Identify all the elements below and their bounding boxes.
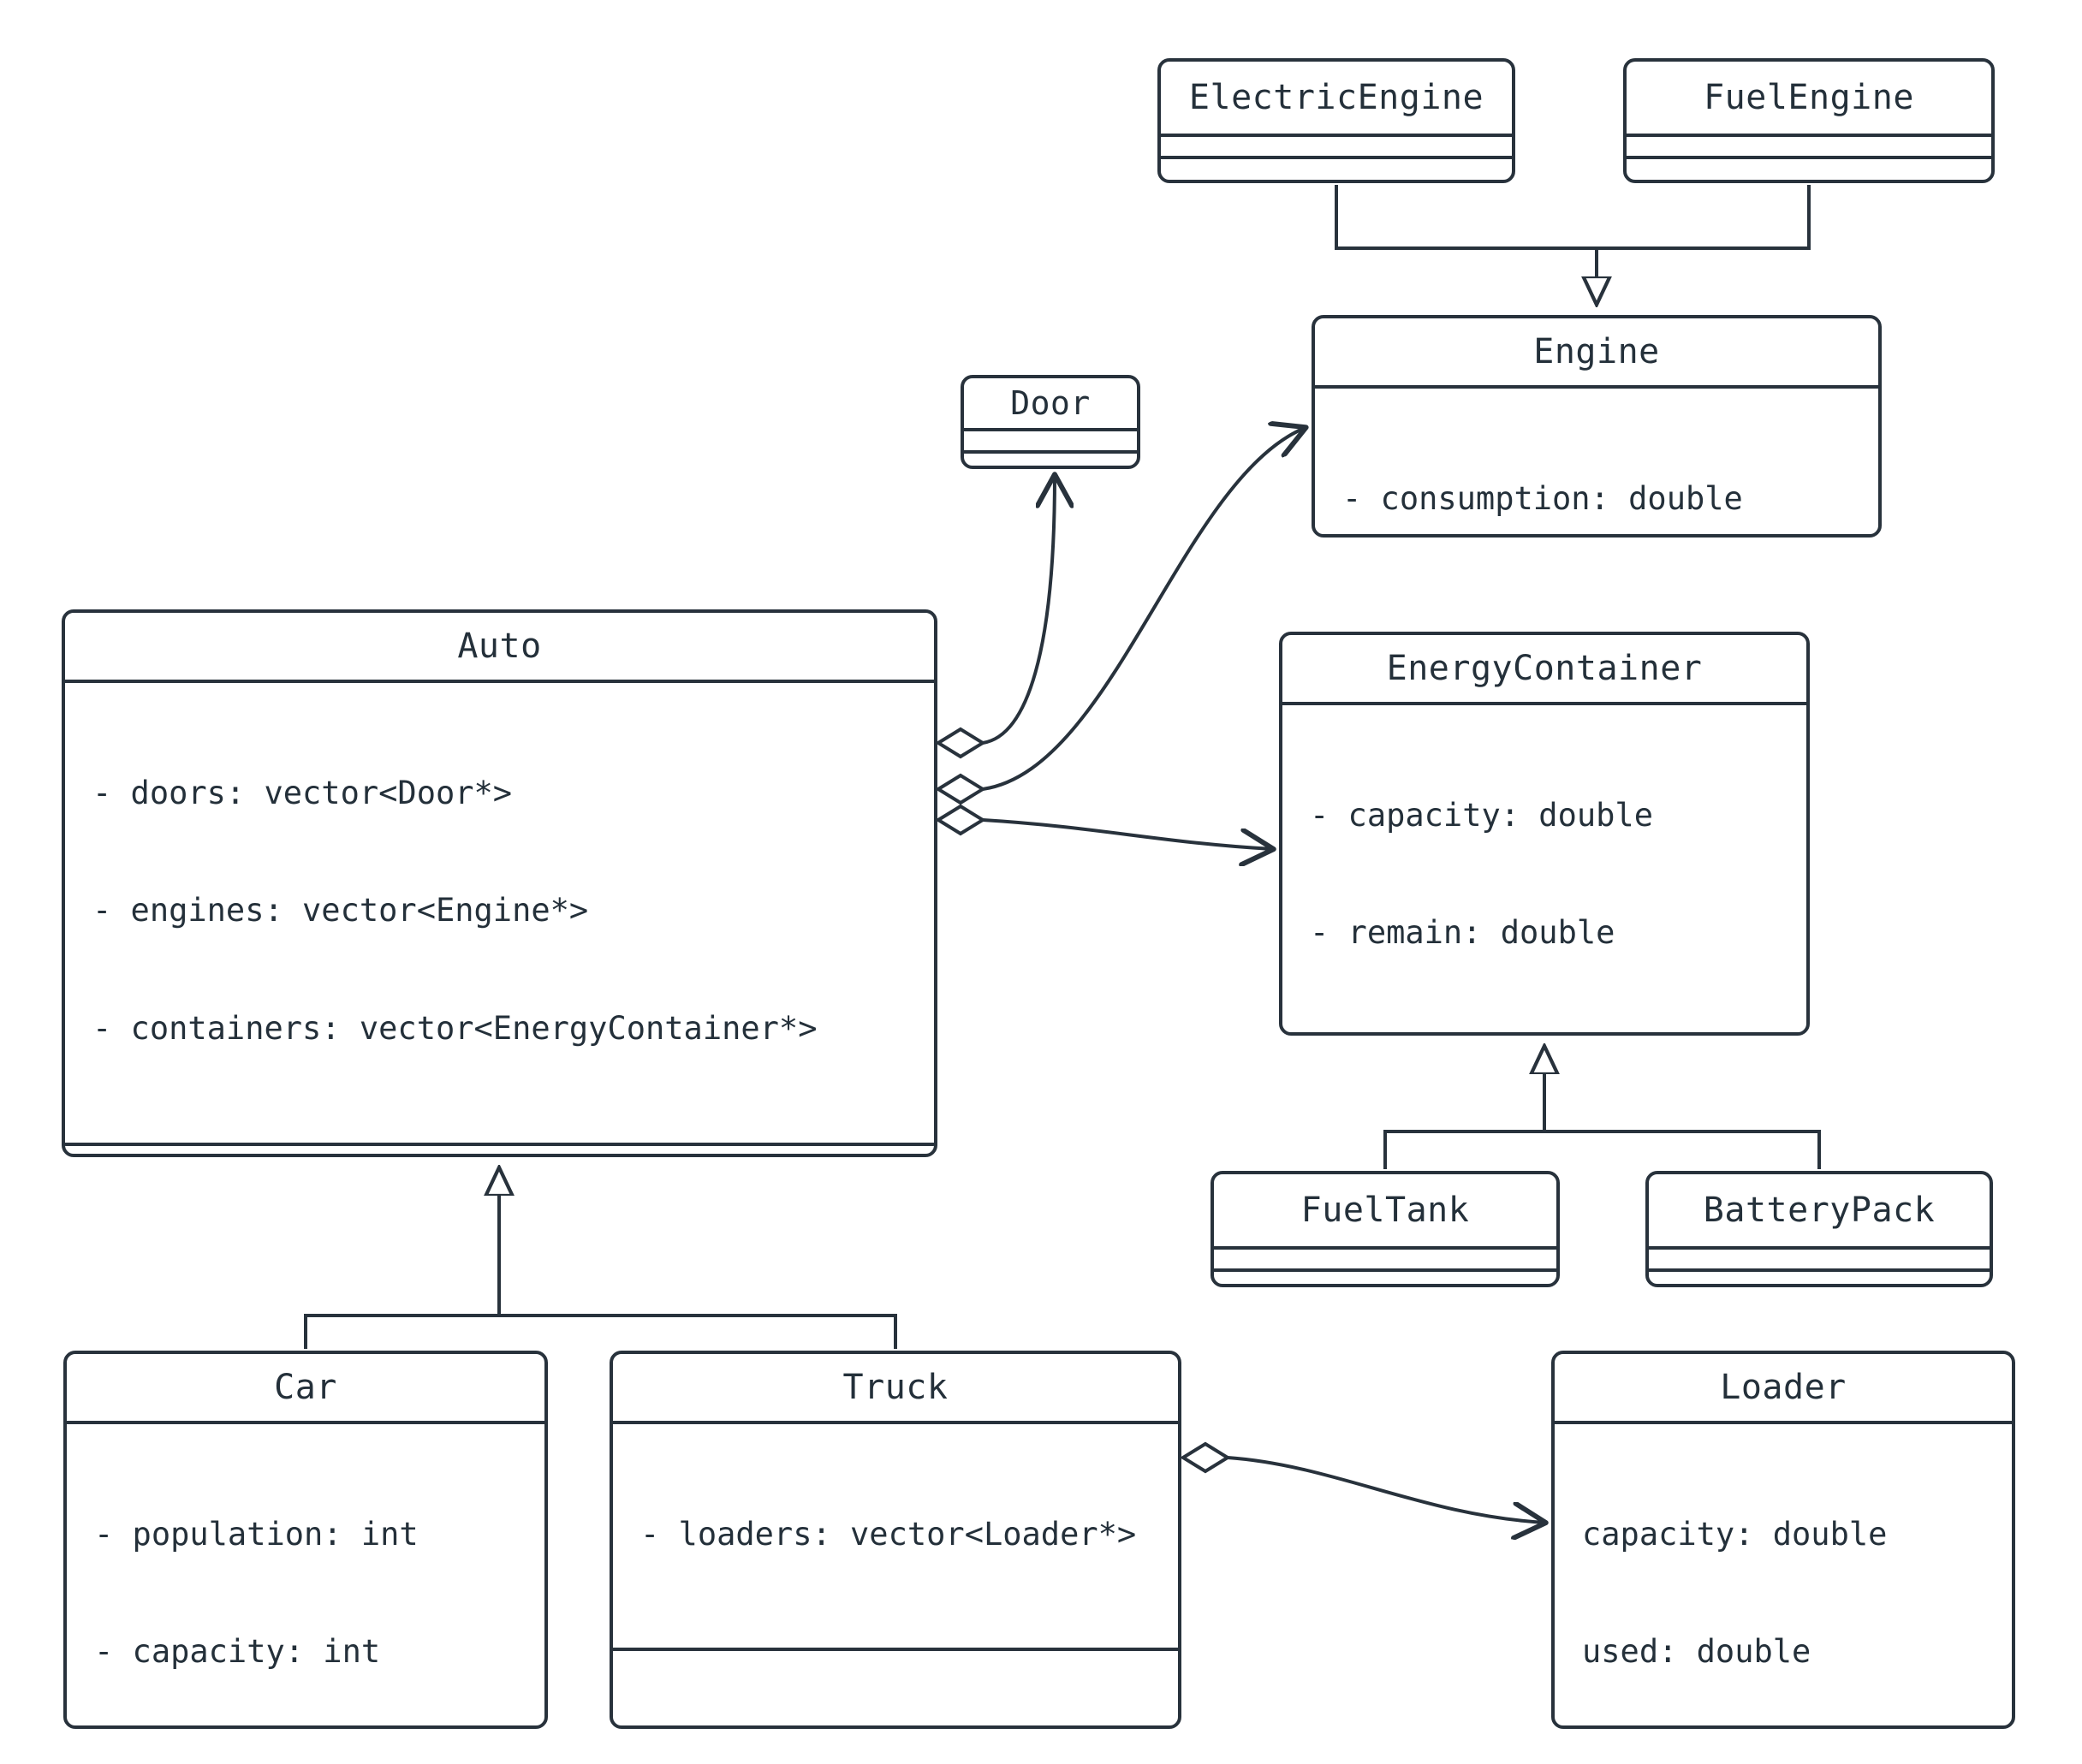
attributes-compartment-batterypack xyxy=(1649,1250,1990,1268)
compartment-divider xyxy=(1161,134,1512,137)
edge-car-auto xyxy=(304,1314,499,1349)
edge-fuelengine-engine xyxy=(1597,185,1811,250)
attributes-compartment-auto: - doors: vector<Door*> - engines: vector… xyxy=(65,683,934,1143)
attributes-compartment-truck: - loaders: vector<Loader*> xyxy=(613,1424,1178,1648)
class-box-engine[interactable]: Engine - consumption: double + getConsum… xyxy=(1312,315,1882,538)
methods-compartment-auto: + charge(): double + run(double):double … xyxy=(65,1146,934,1154)
class-name-door: Door xyxy=(1010,384,1091,422)
attribute-row: - capacity: int xyxy=(94,1633,381,1671)
methods-compartment-door xyxy=(964,454,1137,466)
class-box-batterypack[interactable]: BatteryPack xyxy=(1645,1171,1993,1287)
attribute-row: capacity: double xyxy=(1582,1515,1888,1553)
class-name-auto: Auto xyxy=(457,627,542,666)
attribute-row: - capacity: double xyxy=(1310,796,1653,834)
class-name-batterypack: BatteryPack xyxy=(1703,1191,1936,1230)
class-name-electricengine: ElectricEngine xyxy=(1188,78,1484,117)
attribute-row: - containers: vector<EnergyContainer*> xyxy=(92,1010,818,1047)
class-name-energycontainer: EnergyContainer xyxy=(1386,649,1703,688)
attributes-compartment-car: - population: int - capacity: int xyxy=(67,1424,544,1725)
edge-truck-loader xyxy=(1227,1456,1544,1523)
class-box-fueltank[interactable]: FuelTank xyxy=(1211,1171,1560,1287)
aggregation-diamond-engine xyxy=(935,773,986,805)
compartment-divider xyxy=(1555,1421,2012,1424)
methods-compartment-batterypack xyxy=(1649,1272,1990,1284)
class-box-loader[interactable]: Loader capacity: double used: double + a… xyxy=(1551,1351,2015,1729)
class-box-fuelengine[interactable]: FuelEngine xyxy=(1623,58,1995,183)
compartment-divider xyxy=(1282,702,1806,705)
attributes-compartment-energycontainer: - capacity: double - remain: double xyxy=(1282,705,1806,1032)
edge-batterypack-energycontainer xyxy=(1544,1130,1821,1169)
aggregation-diamond-energycontainer xyxy=(935,804,986,836)
compartment-divider xyxy=(1214,1246,1556,1250)
class-name-loader: Loader xyxy=(1720,1368,1847,1407)
edge-fueltank-energycontainer xyxy=(1383,1130,1544,1169)
compartment-divider xyxy=(1627,134,1991,137)
compartment-divider xyxy=(1627,156,1991,159)
compartment-divider xyxy=(1315,385,1878,389)
attributes-compartment-fueltank xyxy=(1214,1250,1556,1268)
class-box-door[interactable]: Door xyxy=(961,375,1140,469)
compartment-divider xyxy=(67,1421,544,1424)
attribute-row: - remain: double xyxy=(1310,914,1615,952)
attributes-compartment-loader: capacity: double used: double xyxy=(1555,1424,2012,1725)
attribute-row: - engines: vector<Engine*> xyxy=(92,892,589,930)
compartment-divider xyxy=(613,1421,1178,1424)
attribute-row: used: double xyxy=(1582,1633,1811,1671)
compartment-divider xyxy=(65,1142,934,1146)
class-box-energycontainer[interactable]: EnergyContainer - capacity: double - rem… xyxy=(1279,632,1810,1036)
aggregation-diamond-loader xyxy=(1180,1441,1231,1474)
methods-compartment-fuelengine xyxy=(1627,159,1991,178)
attributes-compartment-door xyxy=(964,431,1137,450)
compartment-divider xyxy=(65,680,934,683)
methods-compartment-electricengine xyxy=(1161,159,1512,178)
attribute-row: - population: int xyxy=(94,1515,419,1553)
attribute-row: - doors: vector<Door*> xyxy=(92,774,513,811)
edge-auto-energycontainer xyxy=(982,818,1272,849)
attribute-row: - consumption: double xyxy=(1342,479,1743,517)
edge-truck-auto xyxy=(499,1314,897,1349)
class-name-engine: Engine xyxy=(1533,332,1660,371)
class-box-electricengine[interactable]: ElectricEngine xyxy=(1157,58,1515,183)
compartment-divider xyxy=(1214,1268,1556,1272)
edge-auto-engine xyxy=(982,428,1305,791)
edge-auto-door xyxy=(982,476,1055,745)
methods-compartment-truck: + load(int,int):void + lose(int,int):voi… xyxy=(613,1651,1178,1725)
attributes-compartment-electricengine xyxy=(1161,137,1512,156)
class-name-truck: Truck xyxy=(842,1368,949,1407)
aggregation-diamond-door xyxy=(935,727,986,759)
class-box-auto[interactable]: Auto - doors: vector<Door*> - engines: v… xyxy=(62,609,937,1157)
class-name-fuelengine: FuelEngine xyxy=(1704,78,1914,117)
attribute-row: - loaders: vector<Loader*> xyxy=(640,1515,1137,1553)
compartment-divider xyxy=(613,1648,1178,1652)
compartment-divider xyxy=(1649,1268,1990,1272)
compartment-divider xyxy=(1161,156,1512,159)
edge-electricengine-engine xyxy=(1335,185,1597,250)
class-box-car[interactable]: Car - population: int - capacity: int + … xyxy=(63,1351,548,1729)
attributes-compartment-engine: - consumption: double xyxy=(1315,389,1878,534)
class-name-car: Car xyxy=(274,1368,337,1407)
compartment-divider xyxy=(1649,1246,1990,1250)
class-name-fueltank: FuelTank xyxy=(1300,1191,1470,1230)
methods-compartment-fueltank xyxy=(1214,1272,1556,1284)
attributes-compartment-fuelengine xyxy=(1627,137,1991,156)
class-box-truck[interactable]: Truck - loaders: vector<Loader*> + load(… xyxy=(610,1351,1181,1729)
